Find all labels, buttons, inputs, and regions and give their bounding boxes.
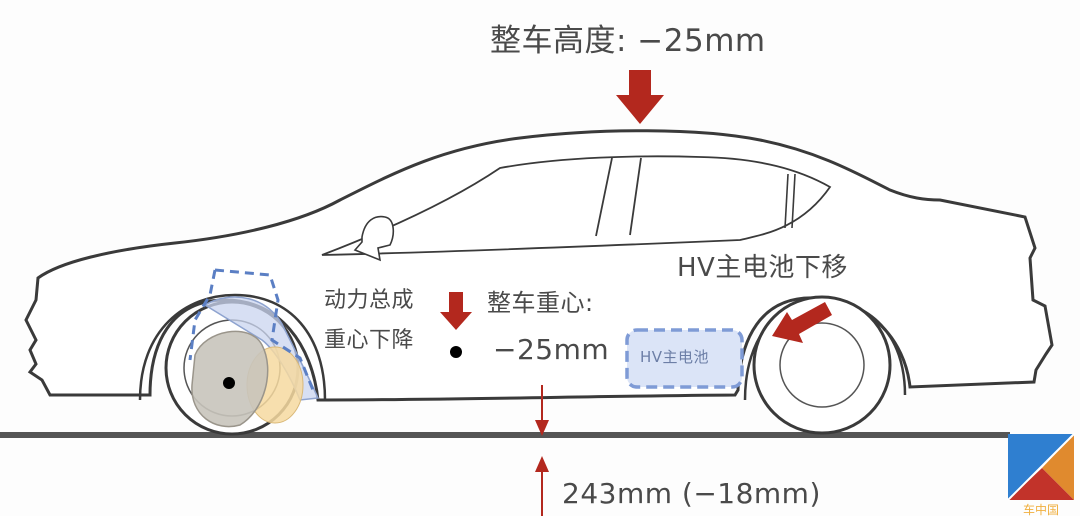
powertrain-cg-arrow-icon xyxy=(440,292,472,330)
hv-battery-box-label: HV主电池 xyxy=(640,348,710,366)
vehicle-height-label: 整车高度: −25mm xyxy=(490,23,766,59)
powertrain-cg-label-line1: 动力总成 xyxy=(324,288,415,313)
hv-battery-box xyxy=(625,328,744,389)
logo-triangles-icon: 车中国 xyxy=(1007,433,1075,516)
vehicle-height-arrow-icon xyxy=(616,70,664,124)
powertrain-previous-position-dashed xyxy=(188,268,315,391)
car-body-outline xyxy=(24,129,1054,402)
hv-battery-move-arrow-icon xyxy=(772,302,832,343)
vehicle-cg-label-line2: −25mm xyxy=(493,333,610,366)
clearance-top-arrow-icon xyxy=(535,420,549,436)
vehicle-cg-dot xyxy=(450,346,462,358)
window-outline xyxy=(321,155,832,256)
powertrain-cg-dot xyxy=(223,377,235,389)
rear-rim xyxy=(779,322,865,408)
b-pillar-rear xyxy=(629,157,642,236)
hv-battery-move-label: HV主电池下移 xyxy=(677,253,848,283)
c-pillar-line1 xyxy=(784,173,789,229)
ground-clearance-label: 243mm (−18mm) xyxy=(562,477,821,510)
powertrain-cg-label-line2: 重心下降 xyxy=(324,328,415,353)
b-pillar-front xyxy=(595,157,613,237)
watermark-text: 车中国 xyxy=(1023,502,1059,516)
c-pillar-line2 xyxy=(791,173,796,229)
vehicle-cg-label-line1: 整车重心: xyxy=(487,289,594,317)
clearance-bottom-arrow-icon xyxy=(535,456,549,472)
front-wheel-arch xyxy=(138,293,327,401)
ground-line xyxy=(0,432,1010,438)
side-mirror xyxy=(353,215,395,262)
